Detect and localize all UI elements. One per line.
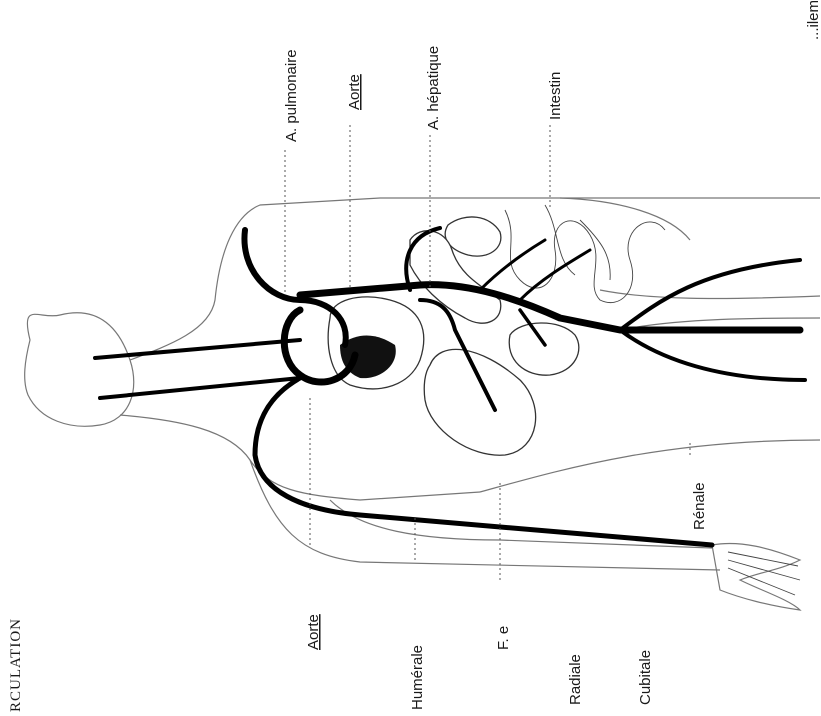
label-edge-word: ...ilem	[805, 0, 821, 40]
label-cubitale: Cubitale	[637, 650, 654, 705]
label-renale: Rénale	[691, 482, 708, 530]
label-a-hepatique: A. hépatique	[425, 46, 442, 130]
page-title: RCULATION	[8, 618, 24, 712]
label-a-pulmonaire: A. pulmonaire	[283, 49, 300, 142]
label-intestin: Intestin	[547, 72, 564, 120]
label-radiale: Radiale	[567, 654, 584, 705]
label-humerale: Humérale	[409, 645, 426, 710]
intestine	[505, 210, 665, 303]
spleen	[445, 217, 501, 256]
kidney	[509, 323, 579, 375]
label-aorte-top: Aorte	[346, 74, 363, 110]
label-aorte-left: Aorte	[305, 614, 322, 650]
label-foie: F. e	[495, 626, 512, 650]
